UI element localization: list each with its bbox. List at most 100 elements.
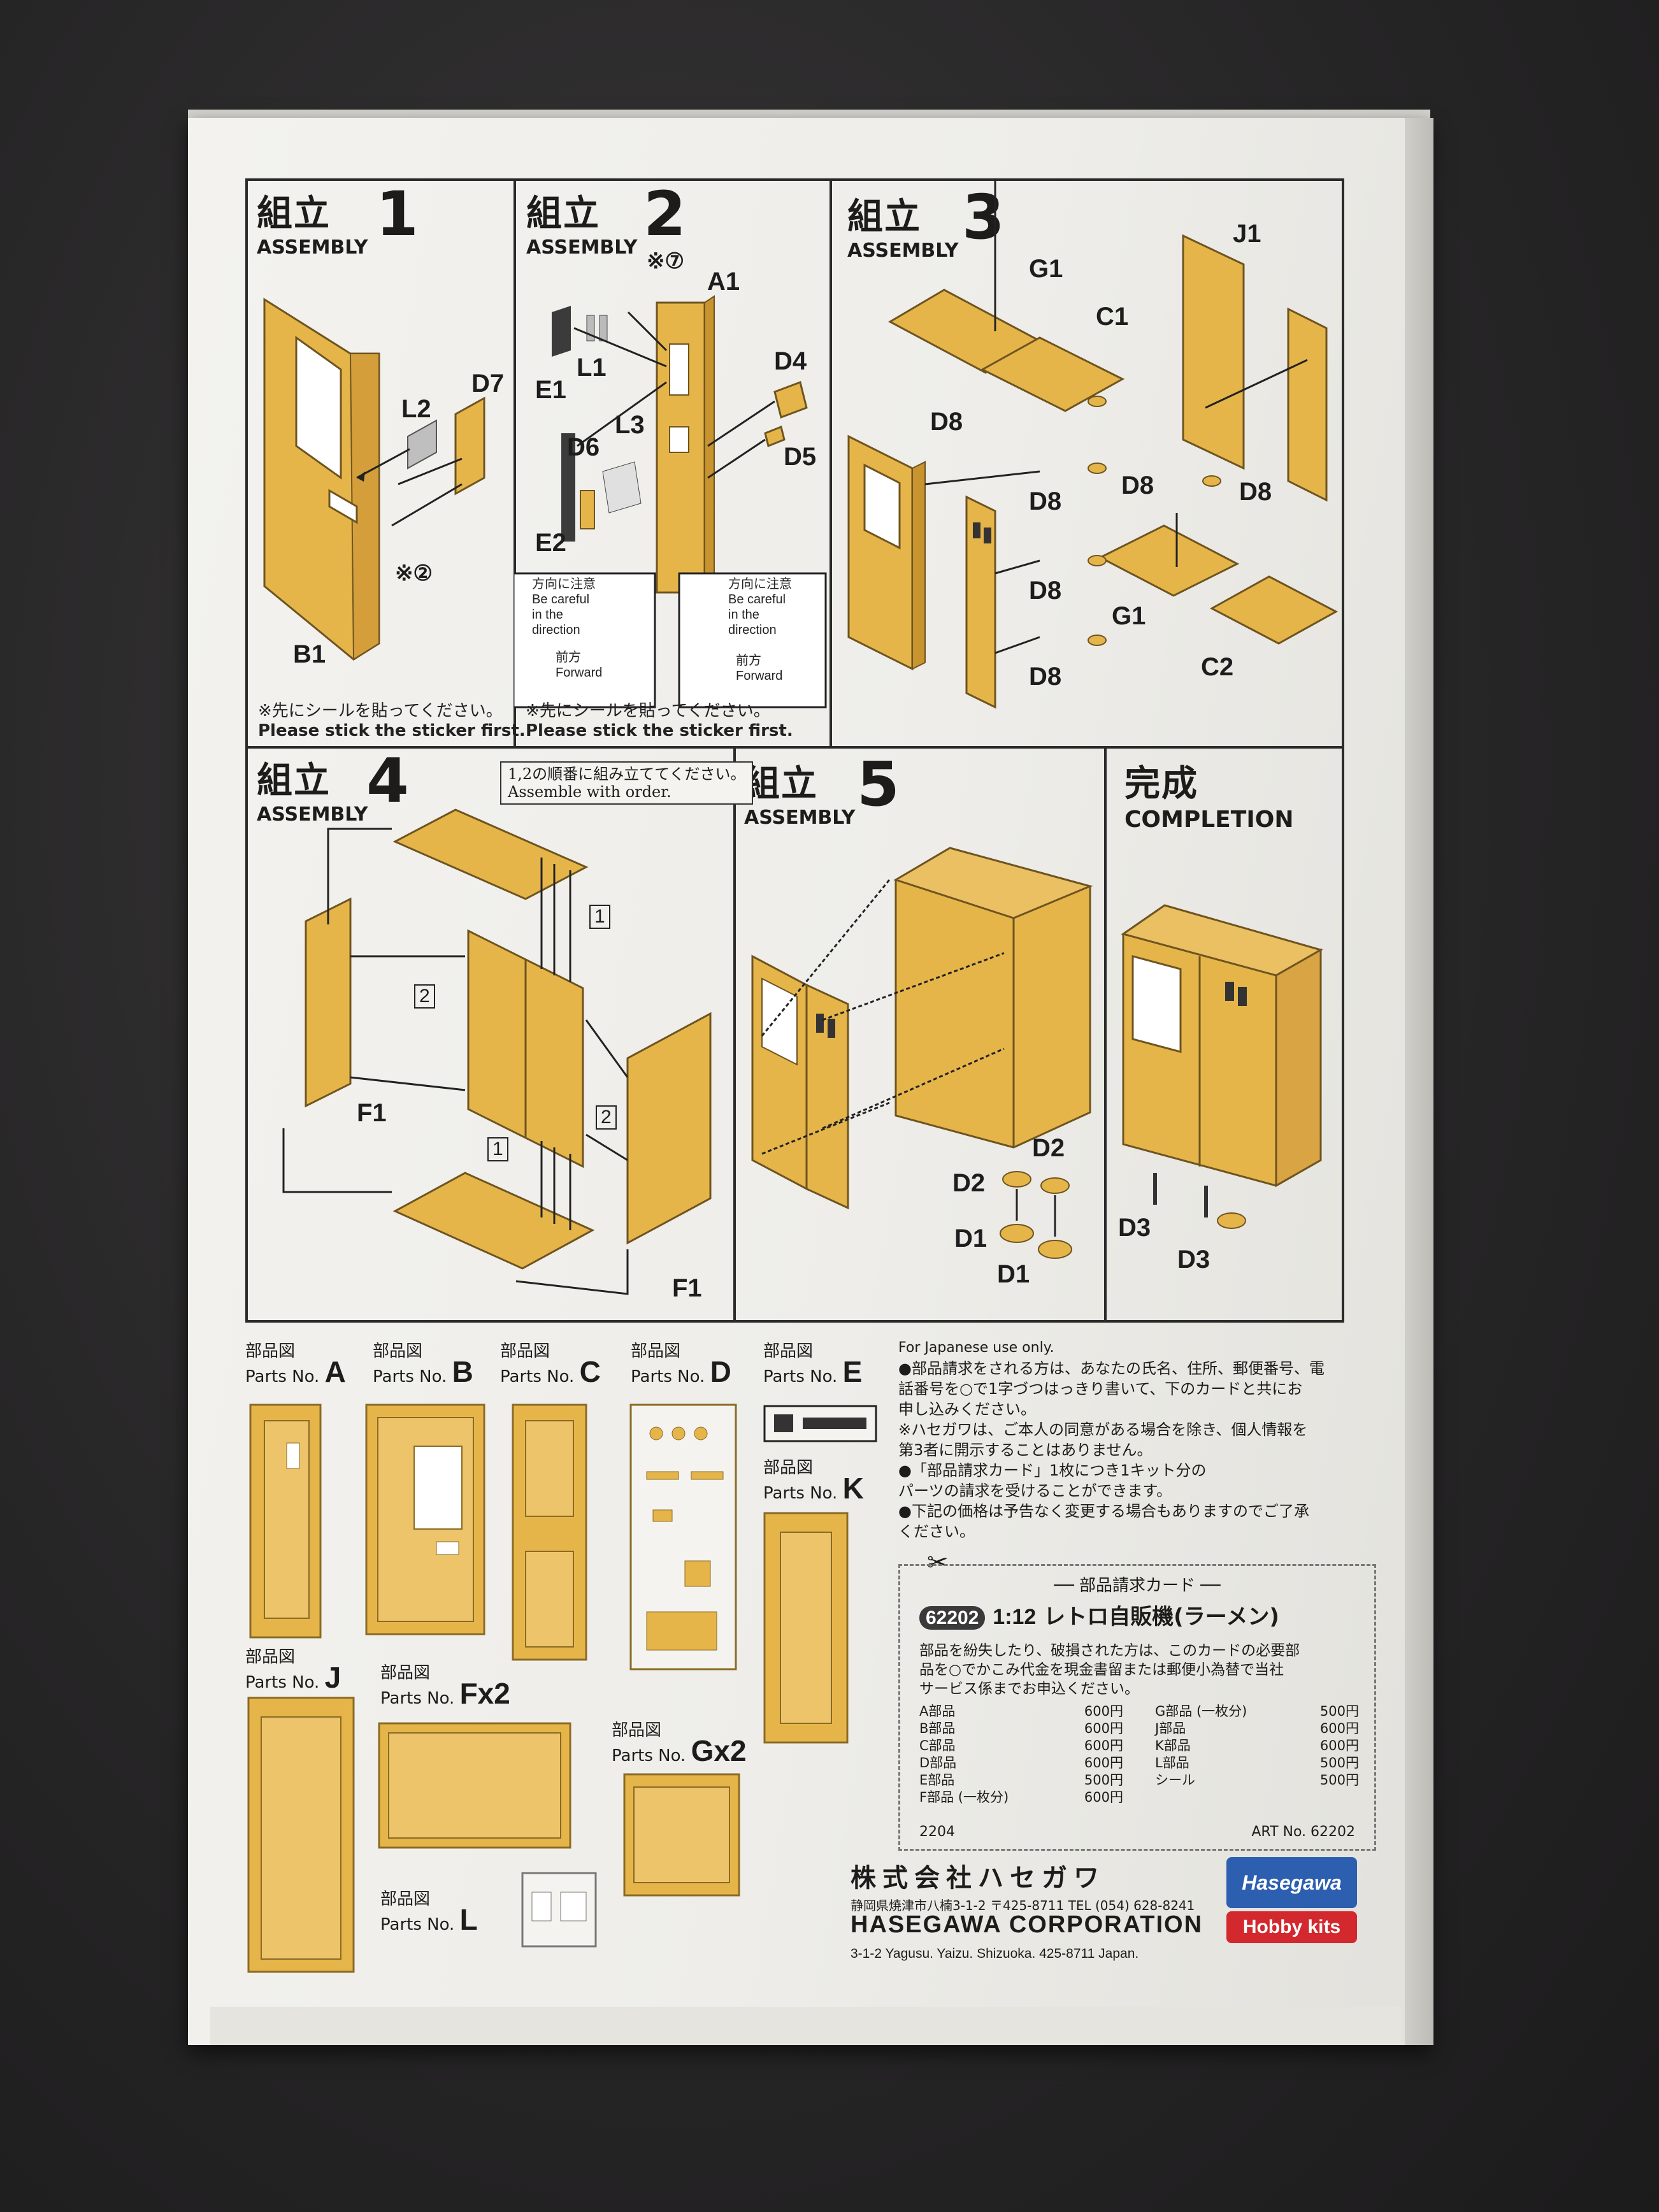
- label-g1-top: G1: [1029, 255, 1063, 283]
- label-d3-a: D3: [1118, 1214, 1151, 1242]
- label-d8-c: D8: [1029, 577, 1062, 605]
- company-address-en: 3-1-2 Yagusu. Yaizu. Shizuoka. 425-8711 …: [851, 1946, 1139, 1961]
- price-row: G部品 (一枚分)500円: [1155, 1704, 1359, 1719]
- box-side-flap: [1405, 118, 1433, 2045]
- step4-bottom-plate: [392, 1172, 595, 1270]
- scissors-icon: ✂: [927, 1548, 949, 1577]
- sticker-ref-7: ※⑦: [647, 249, 684, 273]
- label-d4: D4: [774, 347, 807, 375]
- label-c1: C1: [1096, 303, 1129, 331]
- card-heading: ── 部品請求カード ──: [1054, 1576, 1221, 1595]
- assembly-4-number: 4: [366, 745, 409, 817]
- part-d7: [454, 396, 485, 496]
- company-name-en: HASEGAWA CORPORATION: [851, 1911, 1203, 1938]
- step4-top-plate: [392, 808, 589, 900]
- label-d8-b: D8: [1029, 487, 1062, 515]
- part-j1: [1182, 234, 1245, 470]
- label-j1: J1: [1233, 220, 1261, 248]
- part-d5: [764, 425, 786, 448]
- label-f1-left: F1: [357, 1099, 387, 1127]
- assembly-3-number: 3: [962, 182, 1005, 253]
- parts-request-card: ── 部品請求カード ── 62202 1:12 レトロ自販機(ラーメン) 部品…: [898, 1564, 1376, 1851]
- card-instructions: 部品を紛失したり、破損された方は、このカードの必要部 品を○でかこみ代金を現金書…: [919, 1642, 1300, 1697]
- order-marker-1-top: 1: [589, 905, 610, 929]
- label-d7: D7: [471, 370, 505, 398]
- assembly-4-diagram: [282, 808, 712, 1295]
- part-d4: [773, 381, 808, 419]
- step3-door: [847, 434, 914, 671]
- card-date: 2204: [919, 1824, 955, 1840]
- assemble-order-note: 1,2の順番に組み立ててください。Assemble with order.: [500, 761, 754, 805]
- label-e2: E2: [535, 529, 566, 557]
- price-row: F部品 (一枚分)600円: [919, 1790, 1123, 1805]
- label-d8-a: D8: [930, 408, 963, 436]
- part-d6: [580, 490, 595, 529]
- label-d6: D6: [567, 433, 600, 461]
- assembly-5-diagram: [751, 847, 1093, 1259]
- label-d2-a: D2: [1032, 1134, 1065, 1162]
- label-e1: E1: [535, 376, 566, 404]
- label-b1: B1: [293, 640, 326, 668]
- box-bottom-flap: [210, 2007, 1402, 2045]
- completion-diagram: [1121, 904, 1323, 1229]
- label-c2: C2: [1201, 653, 1234, 681]
- hasegawa-logo: Hasegawa Hobby kits: [1226, 1857, 1357, 1946]
- assembly-2-diagram: [514, 295, 827, 708]
- order-marker-1-bottom: 1: [487, 1137, 508, 1161]
- label-d3-b: D3: [1177, 1246, 1210, 1274]
- step3-side-panel: [965, 495, 996, 709]
- sticker-note-1: ※先にシールを貼ってください。Please stick the sticker …: [258, 701, 526, 740]
- product-line: 62202 1:12 レトロ自販機(ラーメン): [919, 1599, 1279, 1634]
- assembly-1-diagram: [263, 298, 485, 661]
- assembly-1-number: 1: [376, 178, 419, 250]
- logo-brand: Hasegawa: [1226, 1857, 1357, 1908]
- assembly-2-number: 2: [643, 178, 686, 250]
- company-address-jp: 静岡県焼津市八楠3-1-2 〒425-8711 TEL (054) 628-82…: [851, 1898, 1195, 1913]
- logo-sub: Hobby kits: [1226, 1911, 1357, 1943]
- label-f1-right: F1: [672, 1274, 702, 1302]
- b1-window: [295, 336, 342, 480]
- part-l3: [602, 461, 642, 514]
- label-d1-a: D1: [954, 1224, 988, 1253]
- label-d2-b: D2: [952, 1169, 986, 1197]
- part-f1-right: [626, 1012, 712, 1245]
- label-d8-f: D8: [1239, 478, 1272, 506]
- part-c1: [980, 336, 1125, 412]
- sticker-note-2: ※先にシールを貼ってください。Please stick the sticker …: [526, 701, 793, 740]
- label-l3: L3: [615, 411, 645, 439]
- label-d1-b: D1: [997, 1260, 1030, 1288]
- sticker-ref-2: ※②: [395, 561, 433, 585]
- part-f1-left: [305, 897, 352, 1108]
- part-l2: [407, 419, 437, 470]
- label-a1: A1: [707, 268, 740, 296]
- label-l2: L2: [401, 395, 431, 423]
- parts-sprues: [247, 1404, 877, 1973]
- label-g1-bottom: G1: [1112, 602, 1146, 630]
- order-marker-2-right: 2: [596, 1105, 617, 1130]
